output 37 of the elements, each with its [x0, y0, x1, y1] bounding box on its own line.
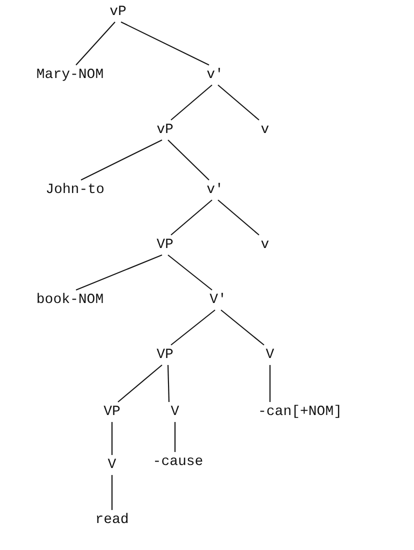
tree-node-label: John-to	[44, 182, 106, 198]
tree-node-label: V	[264, 347, 276, 363]
tree-branch	[111, 475, 113, 510]
tree-branch	[120, 22, 210, 66]
tree-node-label: -can[+NOM]	[257, 404, 343, 420]
tree-node-label: VP	[156, 347, 174, 363]
tree-branch	[80, 140, 162, 180]
tree-branch	[170, 200, 212, 236]
tree-branch	[168, 140, 210, 180]
tree-node-label: V	[106, 457, 118, 473]
tree-node-label: V'	[208, 292, 228, 308]
tree-branch	[76, 254, 162, 290]
tree-branch	[220, 310, 264, 346]
tree-branch	[170, 310, 216, 346]
tree-branch	[167, 364, 170, 402]
tree-node-label: vP	[156, 122, 174, 138]
tree-branch	[218, 200, 260, 236]
tree-branch	[269, 365, 271, 402]
tree-node-label: v'	[206, 67, 224, 83]
tree-branch	[168, 254, 212, 290]
tree-node-label: vP	[108, 4, 128, 20]
tree-node-label: VP	[102, 404, 122, 420]
tree-branch	[111, 422, 113, 455]
tree-branch	[118, 364, 162, 402]
tree-node-label: V	[170, 404, 180, 420]
tree-branch	[174, 422, 176, 452]
tree-node-label: v'	[206, 182, 224, 198]
tree-node-label: v	[260, 237, 270, 253]
tree-branch	[218, 84, 260, 120]
tree-branch	[76, 22, 116, 66]
tree-node-label: -cause	[152, 454, 204, 470]
tree-node-label: Mary-NOM	[35, 67, 105, 83]
tree-node-label: read	[94, 512, 130, 528]
tree-node-label: VP	[156, 237, 174, 253]
tree-node-label: v	[260, 122, 270, 138]
tree-branch	[170, 84, 212, 120]
tree-node-label: book-NOM	[35, 292, 105, 308]
